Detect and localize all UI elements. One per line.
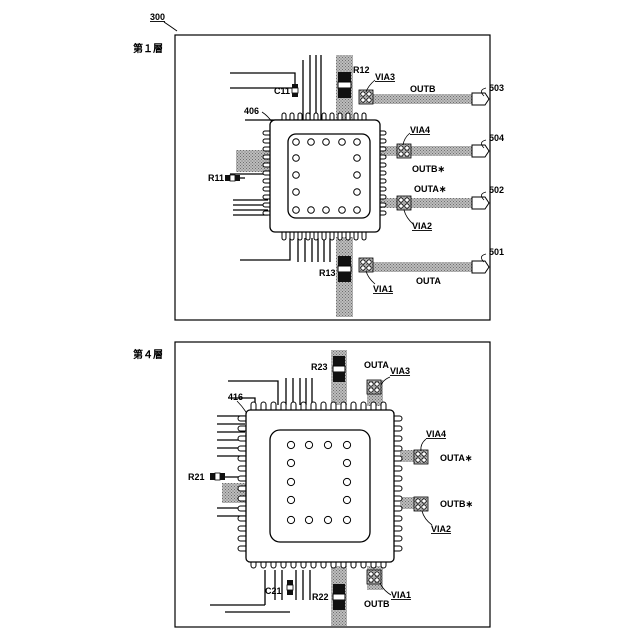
via4-label: VIA4 [410,125,430,135]
c21-component [287,580,293,595]
layer1-bottom-traces [240,238,330,262]
figure-number-leader [164,22,177,31]
via1-label: VIA1 [373,284,393,294]
connector-502-label: 502 [489,185,504,195]
connector-tabs [472,93,489,273]
outa-n-layer4-label: OUTA∗ [440,453,472,463]
via2-cluster [397,196,411,210]
r22-label: R22 [312,592,329,602]
via4-cluster [397,144,411,158]
outb-n-trace [380,146,480,156]
figure-number: 300 [150,12,165,22]
layer4-via3-label: VIA3 [390,366,410,376]
package-406-label: 406 [244,106,259,116]
r23-label: R23 [311,362,328,372]
layer4-title: 第４層 [133,348,163,361]
r13-component [338,256,351,282]
package-416-pad [270,430,370,542]
layer4-via4-cluster [414,450,428,464]
layer4-via4-label: VIA4 [426,429,446,439]
outb-label: OUTB [410,84,436,94]
outa-label: OUTA [416,276,441,286]
r11-label: R11 [208,173,224,183]
connector-503-label: 503 [489,83,504,93]
r13-label: R13 [319,268,336,278]
connector-503-tab [472,93,489,105]
c21-label: C21 [265,586,282,596]
layer4-group: 第４層 [133,342,490,627]
layer4-via2-cluster [414,497,428,511]
outa-n-label: OUTA∗ [414,184,446,194]
connector-504-label: 504 [489,133,504,143]
via2-label: VIA2 [412,221,432,231]
r12-component [338,72,351,98]
outa-top-label: OUTA [364,360,389,370]
package-416-label: 416 [228,392,243,402]
layer1-title: 第１層 [133,42,163,55]
layer1-left-shaded-trace [236,150,269,172]
r12-label: R12 [353,65,370,75]
outa-trace [372,262,480,272]
via3-cluster [359,90,373,104]
layer4-bottom-traces [210,570,310,612]
r21-component [210,473,225,480]
via1-cluster [359,258,373,272]
connector-504-tab [472,145,489,157]
c11-component [292,84,298,97]
via3-label: VIA3 [375,72,395,82]
layer1-group: 第１層 [133,35,504,320]
connector-501-tab [472,261,489,273]
c11-label: C11 [274,86,290,96]
layer4-via1-cluster [367,570,381,584]
layer4-via1-label: VIA1 [391,590,411,600]
connector-502-tab [472,197,489,209]
connector-501-label: 501 [489,247,504,257]
r21-label: R21 [188,472,205,482]
outb-bottom-label: OUTB [364,599,390,609]
r22-component [333,584,345,610]
layer4-via3-cluster [367,380,381,394]
outb-trace [372,94,480,104]
r23-component [333,356,345,382]
r11-component [225,175,240,181]
outb-n-label: OUTB∗ [412,164,445,174]
layer4-via2-label: VIA2 [431,524,451,534]
outb-n-layer4-label: OUTB∗ [440,499,473,509]
outa-n-trace [380,198,480,208]
